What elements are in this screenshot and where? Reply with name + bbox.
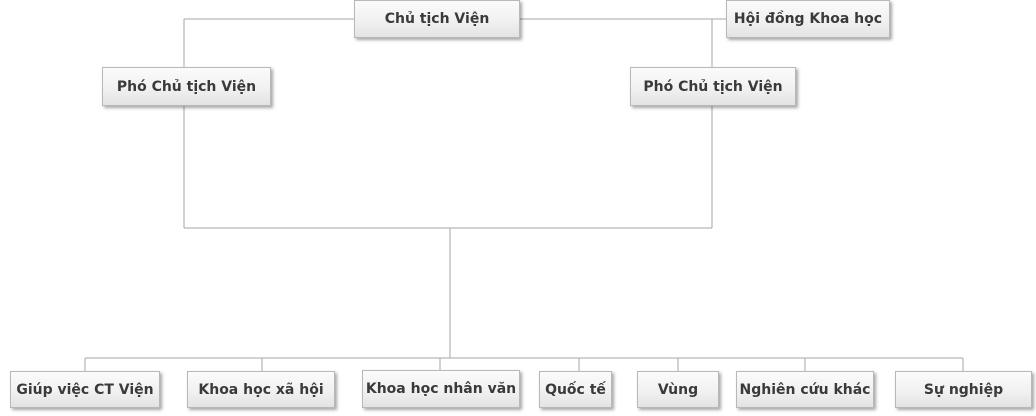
box-unit-regional[interactable]: Vùng xyxy=(637,371,719,408)
connector-top-right xyxy=(519,18,713,68)
box-unit-service[interactable]: Sự nghiệp xyxy=(895,371,1032,408)
box-chairman[interactable]: Chủ tịch Viện xyxy=(354,0,520,38)
connector-top-left xyxy=(183,18,354,68)
box-unit-international[interactable]: Quốc tế xyxy=(539,371,612,408)
box-unit-other-research[interactable]: Nghiên cứu khác xyxy=(736,371,874,408)
box-vice-chair-right[interactable]: Phó Chủ tịch Viện xyxy=(630,67,796,106)
box-science-council[interactable]: Hội đồng Khoa học xyxy=(726,0,890,38)
box-vice-chair-left[interactable]: Phó Chủ tịch Viện xyxy=(102,67,271,106)
box-unit-assistant-office[interactable]: Giúp việc CT Viện xyxy=(10,371,160,408)
box-unit-humanities[interactable]: Khoa học nhân văn xyxy=(362,370,520,408)
box-unit-social-sciences[interactable]: Khoa học xã hội xyxy=(187,371,335,408)
